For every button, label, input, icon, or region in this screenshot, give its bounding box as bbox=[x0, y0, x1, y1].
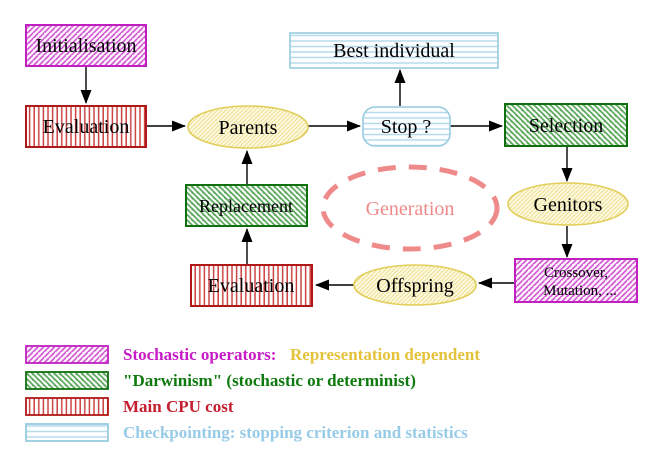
legend-label-representation: Representation dependent bbox=[290, 345, 480, 364]
legend-swatch-magenta-hatch bbox=[25, 345, 109, 364]
legend-label-checkpointing: Checkpointing: stopping criterion and st… bbox=[123, 423, 468, 442]
stop-label: Stop ? bbox=[381, 116, 432, 138]
node-generation: Generation bbox=[320, 164, 500, 252]
node-offspring: Offspring bbox=[353, 264, 477, 306]
parents-label: Parents bbox=[219, 117, 278, 139]
node-initialisation: Initialisation bbox=[25, 24, 147, 67]
legend-row-cpu-cost: Main CPU cost bbox=[25, 397, 234, 416]
legend-label-cpu-cost: Main CPU cost bbox=[123, 397, 234, 416]
legend-swatch-red-vstripe bbox=[25, 397, 109, 416]
node-parents: Parents bbox=[187, 105, 309, 149]
legend-swatch-green-hatch bbox=[25, 371, 109, 390]
generation-label: Generation bbox=[366, 198, 455, 220]
evaluation-top-label: Evaluation bbox=[43, 116, 130, 138]
best-individual-label: Best individual bbox=[333, 40, 455, 62]
offspring-label: Offspring bbox=[376, 275, 453, 297]
diagram-edges bbox=[80, 67, 573, 291]
node-replacement: Replacement bbox=[185, 184, 308, 227]
crossover-label-line1: Crossover, bbox=[544, 265, 608, 281]
replacement-label: Replacement bbox=[199, 196, 293, 216]
legend-label-darwinism: "Darwinism" (stochastic or determinist) bbox=[123, 371, 416, 390]
genitors-label: Genitors bbox=[534, 194, 603, 216]
legend-swatch-cyan-hstripe bbox=[25, 423, 109, 442]
generation-ellipse bbox=[320, 164, 500, 252]
initialisation-label: Initialisation bbox=[35, 35, 136, 57]
legend: Stochastic operators: Representation dep… bbox=[25, 345, 480, 442]
node-crossover-mutation: Crossover, Mutation, ... bbox=[514, 258, 638, 303]
legend-row-darwinism: "Darwinism" (stochastic or determinist) bbox=[25, 371, 416, 390]
legend-label-stochastic: Stochastic operators: bbox=[123, 345, 276, 364]
selection-label: Selection bbox=[529, 115, 603, 137]
legend-row-checkpointing: Checkpointing: stopping criterion and st… bbox=[25, 423, 468, 442]
node-genitors: Genitors bbox=[507, 182, 629, 226]
legend-row-stochastic: Stochastic operators: Representation dep… bbox=[25, 345, 480, 364]
node-evaluation-bottom: Evaluation bbox=[190, 264, 313, 307]
node-evaluation-top: Evaluation bbox=[25, 105, 147, 148]
crossover-label-line2: Mutation, ... bbox=[543, 283, 617, 299]
evaluation-bottom-label: Evaluation bbox=[208, 275, 295, 297]
node-stop: Stop ? bbox=[362, 106, 451, 147]
node-best-individual: Best individual bbox=[289, 32, 499, 69]
node-selection: Selection bbox=[504, 103, 628, 147]
